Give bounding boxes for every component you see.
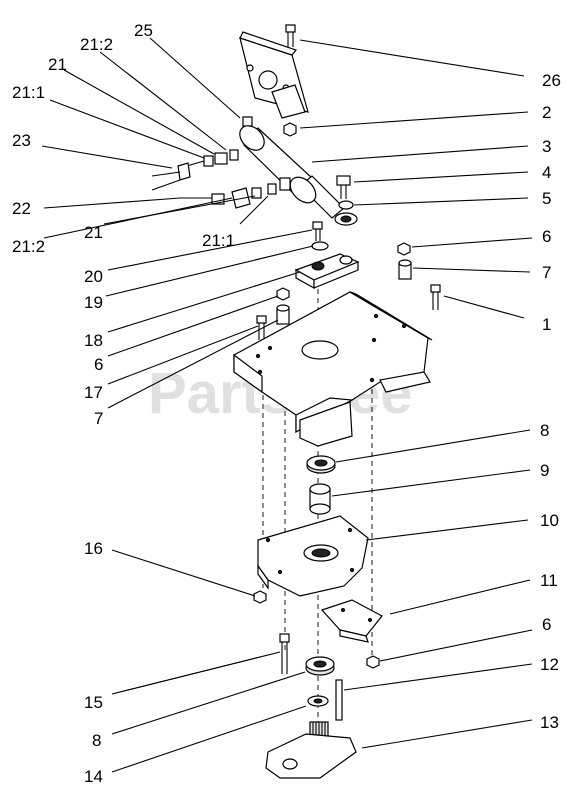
bearing-part-8-lower xyxy=(305,656,335,676)
washer-part-19 xyxy=(311,241,329,251)
callout-23: 23 xyxy=(12,131,31,150)
callout-14: 14 xyxy=(84,767,103,786)
callout-2: 2 xyxy=(542,103,551,122)
callout-19: 19 xyxy=(84,293,103,312)
spacer-part-7-left xyxy=(276,304,290,325)
callout-3: 3 xyxy=(542,137,551,156)
callouts: 25 21:2 21 21:1 23 26 2 3 4 5 22 21:2 21… xyxy=(12,21,561,786)
spindle-part-13 xyxy=(265,721,357,779)
callout-11: 11 xyxy=(540,571,558,590)
bolt-part-20 xyxy=(312,221,323,241)
bracket-part-26 xyxy=(239,31,309,119)
callout-8-lower: 8 xyxy=(92,731,101,750)
callout-16: 16 xyxy=(84,539,103,558)
nut-part-6-left xyxy=(276,287,290,301)
fitting-lower xyxy=(180,177,291,209)
nut-part-6-lower xyxy=(366,655,380,669)
nut-part-25 xyxy=(242,116,253,127)
callout-7-right: 7 xyxy=(542,263,551,282)
seal-part-14 xyxy=(307,695,329,707)
callout-20: 20 xyxy=(84,267,103,286)
cylinder-part-3 xyxy=(239,125,358,226)
bolt-part-26 xyxy=(285,24,296,47)
bolt-part-17 xyxy=(256,315,267,340)
nut-part-6-right xyxy=(397,242,411,256)
callout-6-upper: 6 xyxy=(542,227,551,246)
callout-21-2-lower: 21:2 xyxy=(12,237,45,256)
bracket-plate-part-10 xyxy=(257,515,369,597)
callout-6-left: 6 xyxy=(94,355,103,374)
bolt-part-4 xyxy=(336,175,351,199)
callout-22: 22 xyxy=(12,199,31,218)
callout-21-1-lower: 21:1 xyxy=(202,231,235,250)
callout-17: 17 xyxy=(84,383,103,402)
bolt-part-15 xyxy=(279,633,290,674)
bushing-part-9 xyxy=(309,483,331,515)
bearing-part-8-upper xyxy=(306,455,336,474)
nut-part-2 xyxy=(283,122,297,137)
callout-1: 1 xyxy=(542,315,551,334)
pivot-part-18 xyxy=(294,253,360,290)
plate-part-11 xyxy=(320,599,383,643)
callout-21-1-upper: 21:1 xyxy=(12,83,45,102)
callout-15: 15 xyxy=(84,693,103,712)
callout-8-upper: 8 xyxy=(540,421,549,440)
callout-6-lower: 6 xyxy=(542,615,551,634)
callout-21-lower: 21 xyxy=(84,223,103,242)
leader-lines xyxy=(41,37,533,773)
callout-10: 10 xyxy=(540,511,559,530)
callout-25: 25 xyxy=(134,21,153,40)
callout-13: 13 xyxy=(540,713,559,732)
callout-18: 18 xyxy=(84,331,103,350)
washer-part-5 xyxy=(338,200,354,210)
fitting-upper xyxy=(151,149,239,191)
spacer-part-7-right xyxy=(398,259,412,280)
rod-part-12 xyxy=(335,679,343,721)
callout-9: 9 xyxy=(540,461,549,480)
callout-26: 26 xyxy=(542,71,561,90)
callout-4: 4 xyxy=(542,163,551,182)
callout-7-left: 7 xyxy=(94,409,103,428)
bolt-part-1 xyxy=(430,284,441,310)
callout-12: 12 xyxy=(540,655,559,674)
callout-21-upper: 21 xyxy=(48,55,67,74)
callout-21-2-upper: 21:2 xyxy=(80,35,113,54)
frame-plate xyxy=(233,291,433,447)
callout-5: 5 xyxy=(542,189,551,208)
nut-part-16 xyxy=(253,590,267,604)
